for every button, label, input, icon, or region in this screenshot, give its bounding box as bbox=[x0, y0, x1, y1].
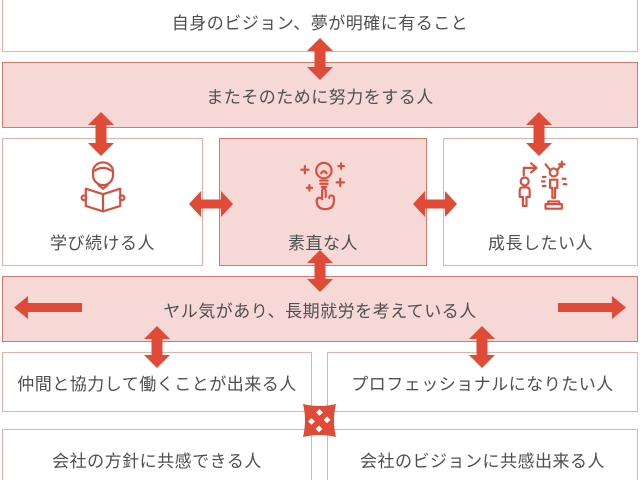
box-company-vision-label: 会社のビジョンに共感出来る人 bbox=[360, 451, 605, 471]
arrow-motivation-professional bbox=[469, 326, 495, 368]
box-professional: プロフェッショナルになりたい人 bbox=[327, 352, 638, 412]
arrow-honest-motivation bbox=[307, 250, 333, 292]
box-company-vision: 会社のビジョンに共感出来る人 bbox=[327, 429, 638, 480]
box-honest-label: 素直な人 bbox=[288, 234, 358, 253]
arrow-effort-growth bbox=[526, 112, 552, 156]
box-motivation-label: ヤル気があり、長期就労を考えている人 bbox=[163, 301, 477, 321]
box-effort-label: またそのために努力をする人 bbox=[206, 87, 434, 107]
idea-hand-icon bbox=[294, 155, 352, 217]
box-growth: 成長したい人 bbox=[443, 138, 638, 266]
arrow-honest-growth bbox=[413, 191, 457, 217]
box-growth-label: 成長したい人 bbox=[488, 234, 593, 253]
box-learner: 学び続ける人 bbox=[2, 138, 203, 266]
growth-person-icon bbox=[512, 155, 570, 217]
arrow-vision-effort bbox=[307, 38, 333, 80]
box-professional-label: プロフェッショナルになりたい人 bbox=[351, 374, 614, 394]
cross-ornament-icon bbox=[301, 402, 338, 439]
reading-person-icon bbox=[74, 155, 132, 217]
arrow-learner-honest bbox=[189, 191, 233, 217]
arrow-motivation-left bbox=[14, 296, 82, 319]
arrow-motivation-teamwork bbox=[144, 326, 170, 368]
box-policy-label: 会社の方針に共感できる人 bbox=[52, 451, 262, 471]
box-honest: 素直な人 bbox=[219, 138, 427, 266]
box-motivation: ヤル気があり、長期就労を考えている人 bbox=[2, 276, 638, 342]
box-vision-label: 自身のビジョン、夢が明確に有ること bbox=[171, 13, 469, 33]
box-learner-label: 学び続ける人 bbox=[50, 234, 155, 253]
arrow-effort-learner bbox=[88, 112, 114, 156]
box-policy: 会社の方針に共感できる人 bbox=[2, 429, 312, 480]
box-teamwork-label: 仲間と協力して働くことが出来る人 bbox=[17, 374, 297, 394]
arrow-motivation-right bbox=[558, 296, 626, 319]
